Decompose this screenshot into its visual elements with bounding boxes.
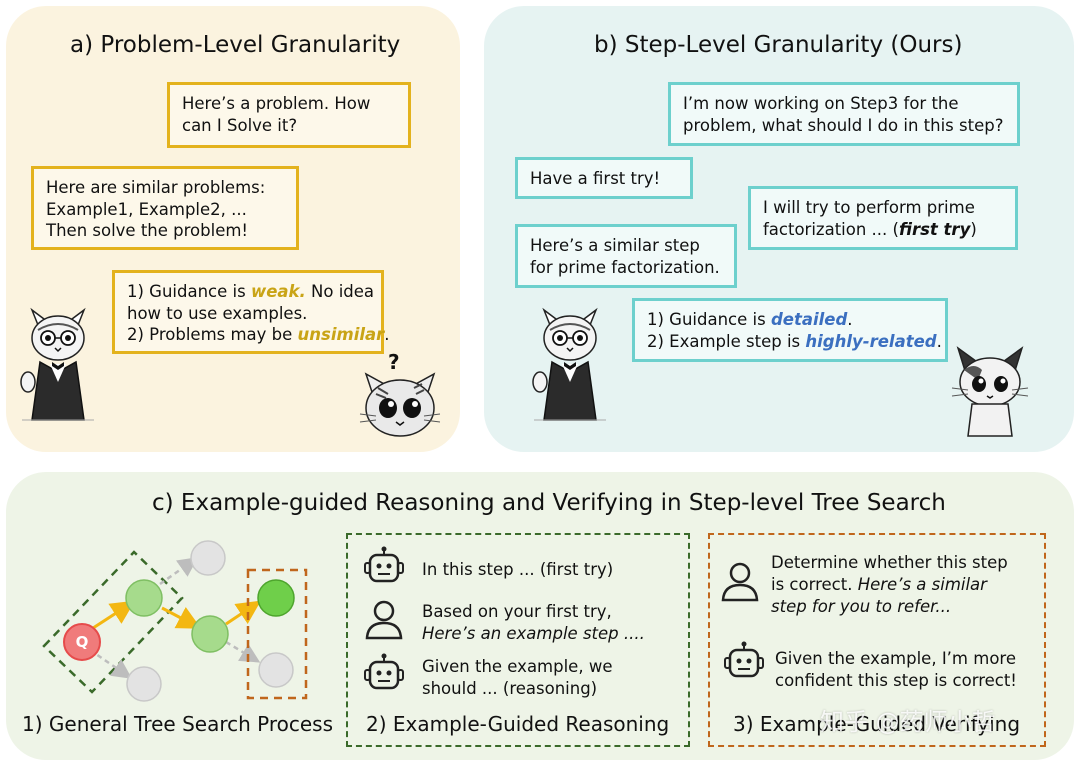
- tree-node-step3: [257, 579, 295, 617]
- bubble-b5-l2-pre: 2) Example step is: [647, 331, 806, 351]
- caption-example-guided-reasoning: 2) Example-Guided Reasoning: [366, 712, 670, 736]
- robot-icon: [364, 546, 404, 583]
- bubble-b3-l2-post: ): [970, 219, 977, 239]
- caption-example-guided-verifying: 3) Example-Guided Verifying: [733, 712, 1021, 736]
- verifying-robot-line1: Given the example, I’m more: [775, 649, 1016, 668]
- panel-b-title: b) Step-Level Granularity (Ours): [594, 32, 963, 58]
- verifying-user-line1: Determine whether this step: [771, 553, 1008, 572]
- verifying-user-l2-italic: Here’s a similar: [857, 575, 987, 594]
- verifying-box: [708, 533, 1046, 747]
- bubble-b-first-try: Have a first try!: [515, 157, 693, 199]
- bubble-b5-l1-pre: 1) Guidance is: [647, 310, 771, 329]
- bubble-a3-l3-post: .: [384, 325, 390, 344]
- bubble-b2-line1: Have a first try!: [530, 169, 661, 188]
- robot-icon: [724, 641, 764, 678]
- bubble-b-similar-step: Here’s a similar step for prime factoriz…: [515, 224, 737, 288]
- bubble-b1-line2: problem, what should I do in this step?: [683, 115, 1004, 135]
- verifying-robot-line2: confident this step is correct!: [775, 671, 1017, 690]
- verifying-user-line3: step for you to refer...: [771, 597, 952, 616]
- user-icon: [365, 600, 403, 640]
- student-cat-confused-icon: [359, 372, 441, 437]
- reasoning-user-line1: Based on your first try,: [422, 602, 612, 621]
- edge-n1-n3: [159, 557, 199, 586]
- robot-icon: [364, 653, 404, 690]
- panel-a-title: a) Problem-Level Granularity: [70, 32, 401, 58]
- bubble-a-similar-problems: Here are similar problems: Example1, Exa…: [31, 166, 299, 250]
- edge-n4-n6: [225, 640, 261, 663]
- reasoning-box: [346, 533, 690, 747]
- bubble-b5-l1-post: .: [847, 310, 853, 329]
- bubble-b3-line2: factorization ... (first try): [763, 219, 1003, 241]
- edge-root-n1: [89, 600, 136, 632]
- bubble-b-prime-factorization-try: I will try to perform prime factorizatio…: [748, 186, 1018, 250]
- bubble-a3-line3: 2) Problems may be unsimilar.: [127, 324, 390, 346]
- edge-n1-n4: [161, 606, 202, 629]
- bubble-a3-l1-post: No idea: [305, 282, 375, 301]
- bubble-b1-line1: I’m now working on Step3 for the: [683, 94, 959, 113]
- bubble-a3-line1: 1) Guidance is weak. No idea: [127, 281, 374, 303]
- highlight-first-try: first try: [898, 219, 971, 239]
- tree-node-unexplored: [190, 540, 226, 576]
- bubble-a2-line1: Here are similar problems:: [46, 178, 266, 197]
- bubble-b3-line1: I will try to perform prime: [763, 198, 975, 217]
- highlight-highly-related: highly-related: [805, 331, 937, 351]
- bubble-a1-line2: can I Solve it?: [182, 115, 298, 135]
- bubble-b-guidance-detailed: 1) Guidance is detailed. 2) Example step…: [632, 298, 948, 362]
- bubble-a3-l3-pre: 2) Problems may be: [127, 325, 298, 344]
- reasoning-user-line2: Here’s an example step ....: [422, 624, 645, 643]
- student-cat-happy-icon: [951, 346, 1029, 437]
- bubble-b-step3-question: I’m now working on Step3 for the problem…: [668, 82, 1020, 146]
- tree-search-diagram: [42, 540, 308, 702]
- edge-n4-n5: [225, 600, 261, 626]
- tree-node-step1: [125, 579, 163, 617]
- watermark: 知乎 @药师小哲: [820, 708, 996, 736]
- teacher-cat-icon: [532, 307, 606, 421]
- bubble-b5-l2-post: .: [936, 331, 942, 351]
- tree-node-unexplored: [258, 652, 294, 688]
- bubble-b3-l2-pre: factorization ... (: [763, 219, 899, 239]
- edge-root-n2: [89, 648, 133, 679]
- verifying-user-line2: is correct. Here’s a similar: [771, 574, 987, 596]
- reasoning-robot-first-try: In this step ... (first try): [422, 560, 614, 579]
- bubble-b4-line2: for prime factorization.: [530, 257, 720, 277]
- tree-root-label: Q: [75, 633, 89, 651]
- bubble-b4-line1: Here’s a similar step: [530, 236, 700, 255]
- bubble-b5-line1: 1) Guidance is detailed.: [647, 309, 933, 331]
- bubble-a2-line3: Then solve the problem!: [46, 221, 249, 240]
- teacher-cat-icon: [20, 307, 94, 421]
- reasoning-robot-line2: should ... (reasoning): [422, 679, 598, 698]
- highlight-detailed: detailed: [770, 310, 848, 329]
- bubble-a-problem: Here’s a problem. How can I Solve it?: [167, 82, 411, 148]
- reasoning-robot-line1: Given the example, we: [422, 657, 613, 676]
- tree-node-step2: [191, 615, 229, 653]
- bubble-a3-line2: how to use examples.: [127, 303, 308, 323]
- bubble-a2-line2: Example1, Example2, ...: [46, 199, 247, 219]
- bubble-a3-l1-pre: 1) Guidance is: [127, 282, 251, 301]
- caption-general-tree-search: 1) General Tree Search Process: [22, 712, 334, 736]
- tree-node-root: [63, 623, 101, 661]
- highlight-unsimilar: unsimilar: [297, 325, 385, 344]
- bubble-a1-line1: Here’s a problem. How: [182, 94, 371, 113]
- bubble-a-guidance-weak: 1) Guidance is weak. No idea how to use …: [112, 270, 390, 354]
- user-icon: [721, 562, 759, 602]
- panel-c-title: c) Example-guided Reasoning and Verifyin…: [152, 490, 946, 516]
- tree-node-unexplored: [126, 666, 162, 702]
- bubble-b5-line2: 2) Example step is highly-related.: [647, 331, 942, 353]
- question-mark: ?: [388, 350, 400, 374]
- highlight-weak: weak.: [250, 282, 306, 301]
- verifying-user-l2-pre: is correct.: [771, 575, 858, 594]
